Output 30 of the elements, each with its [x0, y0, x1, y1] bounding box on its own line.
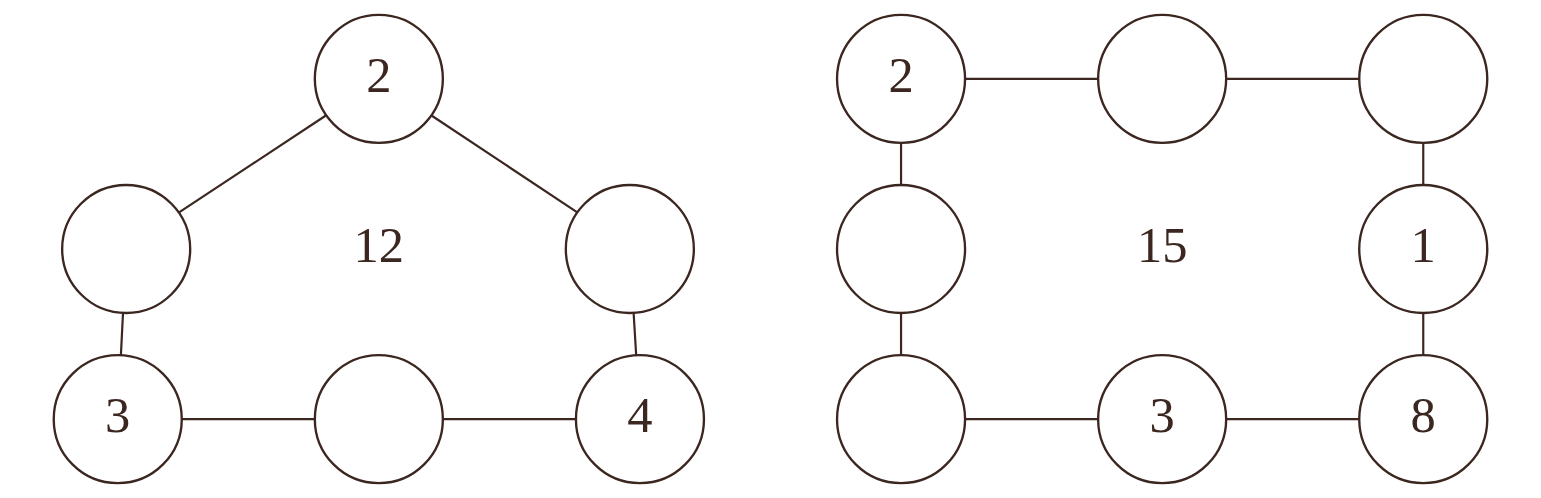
connector	[119, 313, 125, 356]
connector	[632, 313, 638, 356]
connector	[443, 418, 576, 421]
node-circle	[1096, 13, 1228, 145]
connector	[1226, 77, 1359, 80]
node-circle: 2	[835, 13, 967, 145]
node-circle	[61, 183, 192, 315]
connector	[182, 418, 315, 421]
connector	[899, 143, 903, 185]
node-circle: 3	[52, 353, 183, 485]
node-circle	[564, 183, 696, 315]
node-circle: 1	[1358, 183, 1489, 315]
node-circle: 3	[1096, 353, 1228, 485]
connector	[1226, 418, 1359, 421]
connector	[965, 418, 1098, 421]
connector	[899, 313, 903, 356]
label: 15	[1136, 216, 1188, 273]
node-circle	[1358, 13, 1489, 145]
connector	[430, 114, 578, 214]
node-circle	[835, 183, 967, 315]
node-circle	[835, 353, 967, 485]
node-circle: 4	[574, 353, 706, 485]
connector	[1422, 313, 1425, 356]
label: 12	[353, 216, 405, 273]
node-circle	[313, 353, 445, 485]
node-circle: 8	[1358, 353, 1489, 485]
connector	[1422, 143, 1425, 185]
node-circle: 2	[313, 13, 445, 145]
connector	[965, 77, 1098, 80]
connector	[178, 114, 327, 214]
